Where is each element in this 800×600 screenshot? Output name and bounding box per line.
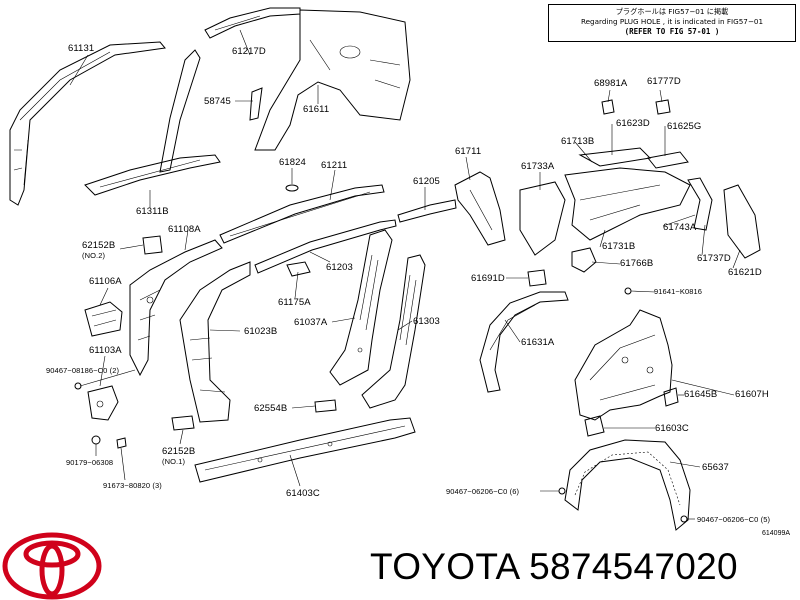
- part-62152B-no2-shape: [142, 235, 163, 255]
- label-90179-06308[interactable]: 90179−06308: [66, 458, 114, 467]
- label-61631A[interactable]: 61631A: [521, 337, 555, 348]
- part-61621D-shape: [723, 184, 761, 259]
- label-90467-06206-a[interactable]: 90467−06206−C0 (6): [446, 487, 520, 496]
- part-61711-shape: [454, 171, 506, 246]
- label-61645B[interactable]: 61645B: [684, 389, 718, 400]
- label-61175A[interactable]: 61175A: [278, 297, 311, 308]
- part-61625G-shape: [647, 151, 689, 169]
- label-61023B[interactable]: 61023B: [244, 326, 278, 337]
- part-61403C-shape: [194, 417, 416, 483]
- label-61106A[interactable]: 61106A: [89, 276, 122, 287]
- label-no1: (NO.1): [162, 457, 186, 466]
- label-61824[interactable]: 61824: [279, 157, 306, 168]
- label-61607H[interactable]: 61607H: [735, 389, 769, 400]
- part-91673-shape: [116, 437, 127, 449]
- label-61403C[interactable]: 61403C: [286, 488, 320, 499]
- part-61691D-shape: [527, 269, 547, 287]
- label-61203[interactable]: 61203: [326, 262, 353, 273]
- leader-lines: [69, 29, 741, 520]
- label-91641-K0816[interactable]: 91641−K0816: [654, 287, 703, 296]
- label-61733A[interactable]: 61733A: [521, 161, 555, 172]
- label-61205[interactable]: 61205: [413, 176, 440, 187]
- part-61108A-shape: [129, 239, 223, 377]
- part-90467-06206-a-shape: [558, 487, 566, 495]
- brand-name: TOYOTA: [370, 546, 519, 587]
- label-61743A[interactable]: 61743A: [663, 222, 697, 233]
- note-line-en: Regarding PLUG HOLE , it is indicated in…: [580, 17, 764, 26]
- label-91673-80820[interactable]: 91673−80820 (3): [103, 481, 162, 490]
- part-90467-06206-b-shape: [680, 515, 688, 523]
- part-65637-shape: [564, 439, 691, 531]
- part-61103A-shape: [87, 385, 119, 421]
- label-90467-08186[interactable]: 90467−08186−C0 (2): [46, 366, 120, 375]
- part-61037A-shape: [329, 229, 393, 386]
- label-no2: (NO.2): [82, 251, 106, 260]
- part-61607H-shape: [574, 309, 673, 421]
- note-line-refer: (REFER TO FIG 57-01 ): [624, 27, 720, 36]
- part-61023B-shape: [179, 261, 251, 423]
- label-90467-06206-b[interactable]: 90467−06206−C0 (5): [697, 515, 771, 524]
- label-61623D[interactable]: 61623D: [616, 118, 650, 129]
- label-62152B-no2[interactable]: 62152B: [82, 240, 116, 251]
- label-61211[interactable]: 61211: [321, 160, 348, 171]
- label-61217D[interactable]: 61217D: [232, 46, 266, 57]
- label-68981A[interactable]: 68981A: [594, 78, 628, 89]
- part-61645B-shape: [663, 387, 679, 407]
- part-61611-shape: [254, 9, 411, 151]
- label-61625G[interactable]: 61625G: [667, 121, 702, 132]
- part-61303-shape: [361, 254, 426, 409]
- part-61824-shape: [285, 184, 299, 192]
- part-61311B-shape: [84, 49, 221, 196]
- part-61131-shape: [9, 41, 166, 206]
- label-61603C[interactable]: 61603C: [655, 423, 689, 434]
- label-61691D[interactable]: 61691D: [471, 273, 505, 284]
- label-61103A[interactable]: 61103A: [89, 345, 122, 356]
- label-61711[interactable]: 61711: [455, 146, 482, 157]
- label-61713B[interactable]: 61713B: [561, 136, 595, 147]
- label-61311B[interactable]: 61311B: [136, 206, 169, 217]
- part-61175A-shape: [286, 261, 311, 277]
- label-58745[interactable]: 58745: [204, 96, 231, 107]
- note-line-jp: プラグホールは FIG57−01 に掲載: [615, 7, 729, 16]
- label-65637[interactable]: 65637: [702, 462, 729, 473]
- toyota-logo-icon: [2, 532, 102, 600]
- label-61737D[interactable]: 61737D: [697, 253, 731, 264]
- part-61211-shape: [219, 184, 385, 244]
- part-61731B-shape: [564, 167, 691, 241]
- part-61205-shape: [397, 199, 457, 223]
- brand-part-title: TOYOTA 5874547020: [370, 545, 738, 589]
- label-61611[interactable]: 61611: [303, 104, 330, 115]
- part-62152B-no1-shape: [171, 415, 195, 431]
- label-61621D[interactable]: 61621D: [728, 267, 762, 278]
- plug-hole-note: プラグホールは FIG57−01 に掲載 Regarding PLUG HOLE…: [548, 4, 796, 42]
- part-61777D-shape: [655, 99, 671, 115]
- part-61106A-shape: [84, 301, 123, 337]
- part-90179-shape: [91, 435, 101, 445]
- part-68981A-shape: [601, 99, 615, 115]
- part-61766B-shape: [571, 247, 597, 273]
- part-61217D-shape: [204, 7, 301, 39]
- label-61037A[interactable]: 61037A: [294, 317, 328, 328]
- label-61303[interactable]: 61303: [413, 316, 440, 327]
- part-61203-shape: [254, 219, 397, 274]
- part-91641-shape: [624, 287, 632, 295]
- label-61108A[interactable]: 61108A: [168, 224, 201, 235]
- part-61733A-shape: [519, 181, 566, 256]
- label-62152B-no1[interactable]: 62152B: [162, 446, 196, 457]
- image-id: 614099A: [762, 530, 791, 537]
- part-number: 5874547020: [529, 546, 738, 587]
- part-61623D-shape: [578, 147, 652, 167]
- part-61631A-shape: [479, 291, 569, 393]
- part-61743A-shape: [687, 177, 713, 231]
- part-58745-shape: [249, 87, 263, 121]
- label-62554B[interactable]: 62554B: [254, 403, 288, 414]
- label-61731B[interactable]: 61731B: [602, 241, 636, 252]
- part-61603C-shape: [584, 415, 605, 437]
- label-61777D[interactable]: 61777D: [647, 76, 681, 87]
- label-61766B[interactable]: 61766B: [620, 258, 654, 269]
- label-61131[interactable]: 61131: [68, 43, 95, 54]
- part-62554B-shape: [314, 399, 337, 413]
